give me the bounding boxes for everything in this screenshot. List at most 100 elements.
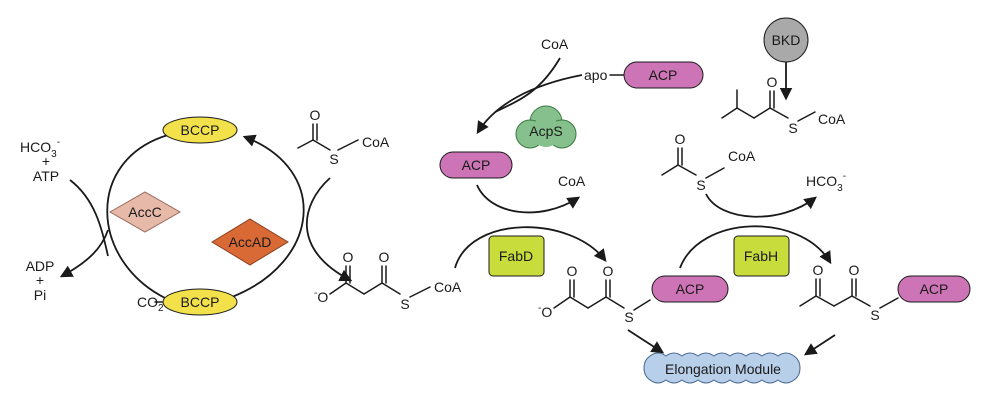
bond bbox=[337, 139, 359, 151]
pi-label: Pi bbox=[34, 287, 46, 303]
malonyl-coa-coa: CoA bbox=[434, 279, 462, 295]
bond bbox=[677, 164, 697, 176]
malonyl-acp-s: S bbox=[624, 309, 633, 325]
coa-top-label: CoA bbox=[541, 36, 569, 52]
arc-hco3-atp-in bbox=[69, 179, 109, 257]
adp-label: ADP bbox=[26, 258, 55, 274]
arrow-malonyl-acp-to-elongation bbox=[627, 329, 665, 354]
malonyl-acp-label: ACP bbox=[676, 281, 705, 297]
malonyl-coa-o1: O bbox=[343, 249, 354, 265]
arc-fabh-condensation bbox=[679, 225, 832, 269]
acetyl-coa-left: O S CoA bbox=[297, 107, 390, 167]
atp-label: ATP bbox=[33, 168, 59, 184]
isovaleryl-coa-label: CoA bbox=[818, 111, 846, 127]
bond bbox=[833, 295, 853, 307]
arc-apo-acp-to-holo bbox=[476, 74, 583, 135]
bkd-label: BKD bbox=[772, 32, 801, 48]
acetoacetyl-acp: O O S ACP bbox=[799, 262, 971, 323]
elongation-module: Elongation Module bbox=[627, 329, 836, 384]
acetyl-right-o: O bbox=[675, 131, 686, 147]
acetoacetyl-s: S bbox=[870, 307, 879, 323]
elongation-module-node bbox=[643, 352, 801, 384]
malonyl-acp-o-minus: -O bbox=[538, 303, 552, 320]
arc-bccp-bottom-to-top-right bbox=[231, 134, 305, 298]
isovaleryl-s: S bbox=[788, 120, 797, 136]
bond bbox=[553, 296, 571, 309]
bond bbox=[297, 139, 314, 149]
holo-acp-node bbox=[439, 151, 513, 179]
holo-acp-label: ACP bbox=[462, 157, 491, 173]
malonyl-acp-o2: O bbox=[603, 263, 614, 279]
fabh-node bbox=[733, 235, 790, 277]
acetyl-left-coa: CoA bbox=[362, 134, 390, 150]
acetoacetyl-o1: O bbox=[813, 262, 824, 278]
arc-acetyl-hco3-release bbox=[705, 193, 817, 218]
bond bbox=[312, 139, 331, 151]
bond bbox=[587, 296, 607, 309]
malonyl-acp-node bbox=[651, 275, 729, 303]
arc-acp-coa-release bbox=[476, 184, 581, 214]
bccp-bottom-node bbox=[162, 288, 238, 316]
malonyl-coa: -O O O S CoA bbox=[314, 249, 462, 312]
bond bbox=[879, 297, 899, 309]
bond bbox=[815, 295, 835, 307]
bond bbox=[797, 111, 816, 122]
arrow-acetoacetyl-to-elongation bbox=[803, 334, 836, 356]
bond bbox=[345, 282, 365, 295]
bond bbox=[721, 107, 738, 119]
acetoacetyl-acp-label: ACP bbox=[920, 281, 949, 297]
acetyl-left-o: O bbox=[310, 107, 321, 123]
bond bbox=[569, 296, 589, 309]
arc-fabd-transacylation bbox=[454, 226, 607, 269]
bccp-top-node bbox=[162, 116, 238, 144]
arc-acetyl-coa-malonyl bbox=[305, 177, 353, 282]
acetoacetyl-acp-node bbox=[897, 275, 971, 303]
bond bbox=[409, 286, 431, 298]
arc-bccp-top-to-bottom-left bbox=[106, 134, 169, 299]
carboxylation-cycle: BCCP BCCP AccC AccAD HCO3- + ATP ADP + P… bbox=[20, 116, 353, 316]
bond bbox=[753, 107, 771, 119]
malonyl-acp-o1: O bbox=[567, 263, 578, 279]
fabh-module: BKD O S CoA O S CoA HCO3- bbox=[661, 17, 846, 277]
plus-left-2: + bbox=[36, 272, 44, 288]
bond bbox=[851, 295, 871, 307]
accad-node bbox=[211, 218, 289, 266]
malonyl-coa-o2: O bbox=[379, 249, 390, 265]
bond bbox=[769, 107, 789, 119]
acetyl-right-coa: CoA bbox=[728, 148, 756, 164]
fabd-node bbox=[488, 235, 545, 277]
malonyl-acp: -O O O S ACP bbox=[538, 263, 729, 325]
acps-label: AcpS bbox=[529, 123, 562, 139]
accc-node bbox=[108, 191, 182, 233]
acps-node bbox=[515, 105, 577, 149]
bond bbox=[705, 167, 725, 179]
acetyl-coa-right: O S CoA bbox=[661, 131, 756, 193]
fabd-label: FabD bbox=[499, 248, 533, 264]
apo-label: apo bbox=[584, 67, 608, 83]
arc-coa-to-acp bbox=[494, 57, 561, 113]
bond bbox=[381, 282, 401, 295]
bond bbox=[736, 107, 755, 119]
isovaleryl-o: O bbox=[767, 74, 778, 90]
bccp-top-label: BCCP bbox=[181, 122, 220, 138]
malonyl-coa-s: S bbox=[400, 296, 409, 312]
bond bbox=[633, 299, 651, 311]
apo-acp-node bbox=[623, 61, 704, 89]
bond bbox=[329, 282, 347, 295]
acetyl-left-s: S bbox=[329, 151, 338, 167]
apo-acp-label: ACP bbox=[649, 67, 678, 83]
accc-label: AccC bbox=[128, 204, 161, 220]
elongation-module-label: Elongation Module bbox=[665, 361, 781, 377]
hco3-right-label: HCO3- bbox=[806, 171, 846, 194]
bond bbox=[661, 164, 679, 176]
bccp-bottom-label: BCCP bbox=[181, 294, 220, 310]
acetyl-right-s: S bbox=[696, 177, 705, 193]
acetoacetyl-o2: O bbox=[849, 262, 860, 278]
bond bbox=[605, 296, 625, 309]
plus-left-1: + bbox=[42, 153, 50, 169]
hco3-left-label: HCO3- bbox=[20, 137, 60, 160]
coa-released-label: CoA bbox=[558, 173, 586, 189]
acp-activation: CoA apo ACP AcpS ACP CoA FabD bbox=[439, 36, 704, 277]
